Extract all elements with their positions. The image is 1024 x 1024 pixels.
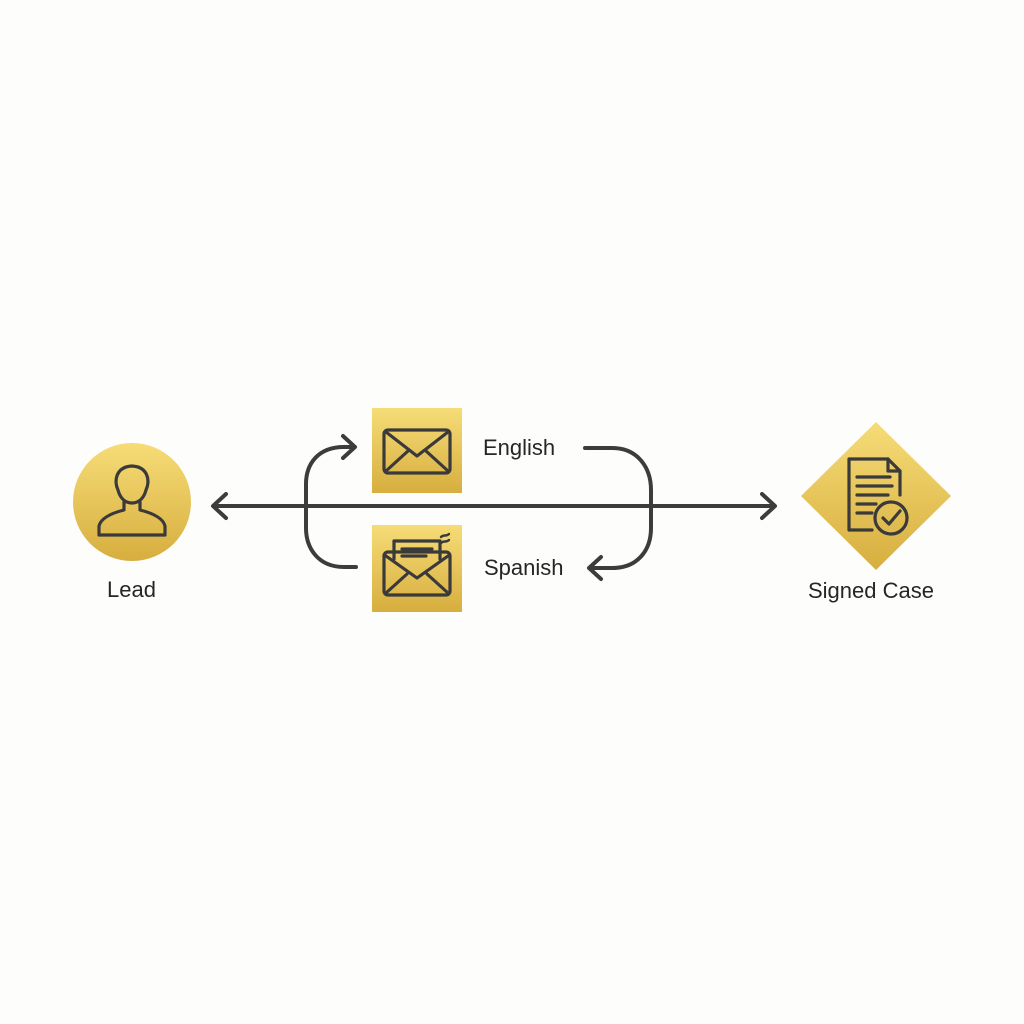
english-label: English bbox=[483, 435, 556, 460]
lead-node bbox=[73, 443, 191, 561]
envelope-icon bbox=[382, 428, 452, 475]
spanish-node bbox=[372, 525, 462, 612]
arrow-head-right bbox=[760, 492, 777, 520]
lead-label: Lead bbox=[107, 577, 156, 602]
person-icon bbox=[97, 464, 167, 537]
english-node bbox=[372, 408, 462, 493]
spanish-label: Spanish bbox=[484, 555, 564, 580]
arrow-head-left bbox=[211, 492, 228, 520]
left-loop-arrow bbox=[304, 434, 358, 569]
left-loop-arrow-head bbox=[341, 434, 357, 460]
main-double-arrow bbox=[211, 492, 777, 520]
document-check-icon bbox=[847, 457, 909, 536]
signed-case-node bbox=[801, 422, 951, 570]
open-envelope-letter-icon bbox=[382, 532, 452, 597]
right-loop-arrow-head bbox=[587, 555, 603, 581]
right-loop-arrow bbox=[583, 446, 653, 581]
english-square bbox=[372, 408, 462, 493]
signed-case-label: Signed Case bbox=[808, 578, 934, 603]
